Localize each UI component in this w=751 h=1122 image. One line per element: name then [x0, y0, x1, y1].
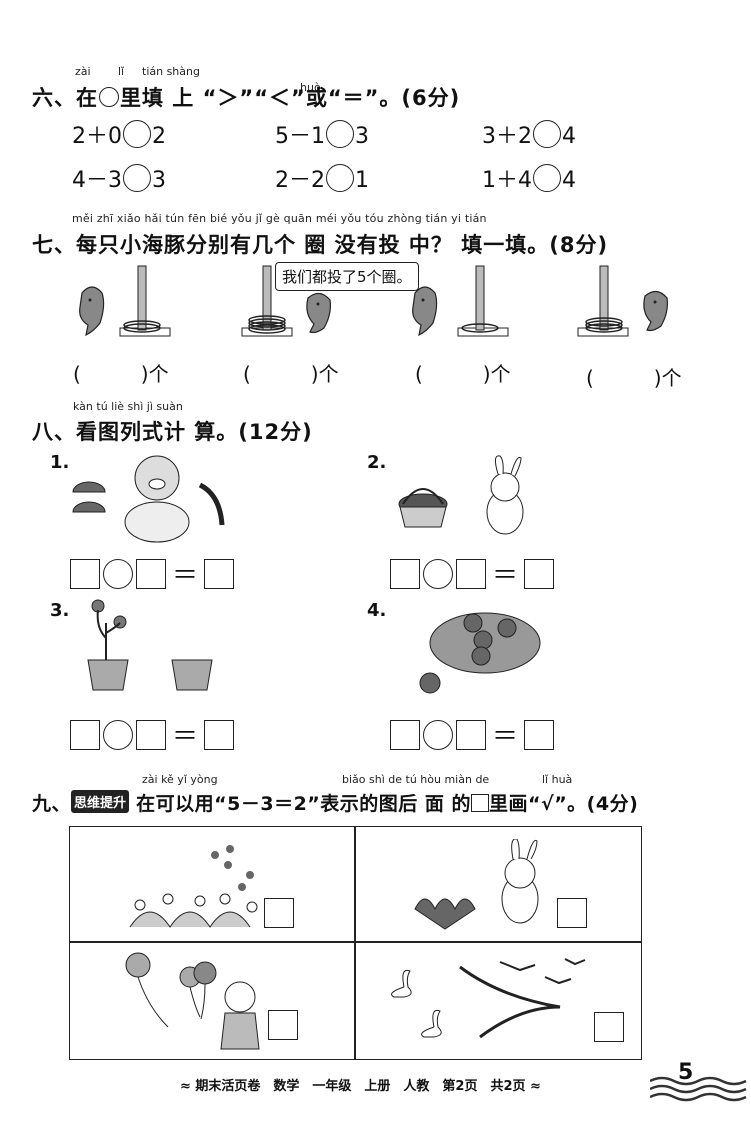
- pinyin-q9-a: zài kě yǐ yòng: [142, 773, 218, 786]
- check-box[interactable]: [268, 1010, 298, 1040]
- answer-circle[interactable]: [533, 120, 561, 148]
- sub-label: 1.: [50, 452, 70, 473]
- answer-box[interactable]: [390, 719, 420, 750]
- answer-circle[interactable]: [533, 164, 561, 192]
- pig-watermelon-illustration: [72, 455, 225, 543]
- square-icon: [471, 794, 490, 812]
- answer-box[interactable]: [204, 719, 235, 750]
- flowerpot-illustration: [87, 599, 213, 691]
- page-number: 5: [678, 1060, 694, 1085]
- q6-title-b: 里填 上 “＞”“＜”或“＝”。(6分): [120, 86, 461, 110]
- answer-box[interactable]: [456, 719, 486, 750]
- circle-icon: [99, 87, 119, 107]
- pinyin-tianshang: tián shàng: [142, 65, 200, 78]
- pinyin-q9-c: lǐ huà: [542, 773, 573, 786]
- answer-box[interactable]: [456, 558, 486, 589]
- operator-circle[interactable]: [423, 558, 453, 589]
- equation-row: ＝: [390, 716, 555, 753]
- operator-circle[interactable]: [103, 719, 133, 750]
- q6-title-a: 六、在: [32, 86, 98, 110]
- answer-box[interactable]: [136, 558, 166, 589]
- answer-box[interactable]: [70, 719, 100, 750]
- answer-circle[interactable]: [326, 164, 354, 192]
- equation-row: ＝: [70, 555, 235, 592]
- answer-blank[interactable]: ( )个: [73, 362, 169, 386]
- pinyin-q9-b: biǎo shì de tú hòu miàn de: [342, 773, 490, 786]
- answer-circle[interactable]: [123, 164, 151, 192]
- answer-blank[interactable]: ( )个: [243, 362, 339, 386]
- answer-box[interactable]: [204, 558, 235, 589]
- pinyin-huo: huò: [300, 81, 321, 94]
- answer-circle[interactable]: [326, 120, 354, 148]
- check-box[interactable]: [264, 898, 294, 928]
- q8-title: 八、看图列式计 算。(12分): [32, 420, 313, 444]
- operator-circle[interactable]: [423, 719, 453, 750]
- q9-picture-grid: [69, 826, 642, 1060]
- q8-pinyin: kàn tú liè shì jì suàn: [73, 400, 183, 413]
- boy-balloons-illustration: [125, 952, 260, 1050]
- q7-title: 七、每只小海豚分别有几个 圈 没有投 中？ 填一填。(8分): [32, 233, 609, 257]
- sub-label: 4.: [367, 600, 387, 621]
- answer-blank[interactable]: ( )个: [415, 362, 511, 386]
- pinyin-zai: zài: [75, 65, 91, 78]
- pinyin-li: lǐ: [118, 65, 125, 78]
- answer-box[interactable]: [70, 558, 100, 589]
- answer-blank[interactable]: ( )个: [586, 366, 682, 390]
- flowers-bees-illustration: [129, 845, 258, 928]
- answer-circle[interactable]: [123, 120, 151, 148]
- equation-row: ＝: [390, 555, 555, 592]
- dolphin-icon: [306, 292, 331, 334]
- speech-bubble: 我们都投了5个圈。: [275, 262, 419, 291]
- answer-box[interactable]: [136, 719, 166, 750]
- operator-circle[interactable]: [103, 558, 133, 589]
- answer-box[interactable]: [524, 558, 555, 589]
- sub-label: 3.: [50, 600, 70, 621]
- q7-pinyin: měi zhī xiǎo hǎi tún fēn bié yǒu jǐ gè q…: [72, 212, 487, 225]
- check-box[interactable]: [594, 1012, 624, 1042]
- answer-box[interactable]: [524, 719, 555, 750]
- basket-rabbit-illustration: [398, 455, 524, 535]
- q6-title: 六、在里填 上 “＞”“＜”或“＝”。(6分): [32, 82, 460, 112]
- wave-decoration-icon: [650, 1076, 747, 1102]
- rabbit-carrots-illustration: [414, 839, 539, 930]
- dolphin-icon: [79, 286, 105, 337]
- check-box[interactable]: [557, 898, 587, 928]
- q9-title: 九、思维提升 在可以用“5－3＝2”表示的图后 面 的里画“√”。(4分): [32, 789, 638, 816]
- dolphin-icon: [412, 286, 438, 337]
- sub-label: 2.: [367, 452, 387, 473]
- answer-box[interactable]: [390, 558, 420, 589]
- thinking-badge: 思维提升: [71, 790, 130, 813]
- frogs-lilypad-illustration: [419, 612, 541, 694]
- equation-row: ＝: [70, 716, 235, 753]
- dolphin-ring-illustration: [79, 265, 668, 337]
- dolphin-icon: [643, 290, 668, 332]
- swans-river-illustration: [391, 958, 586, 1039]
- footer-text: ≈ 期末活页卷 数学 一年级 上册 人教 第2页 共2页 ≈: [180, 1079, 541, 1094]
